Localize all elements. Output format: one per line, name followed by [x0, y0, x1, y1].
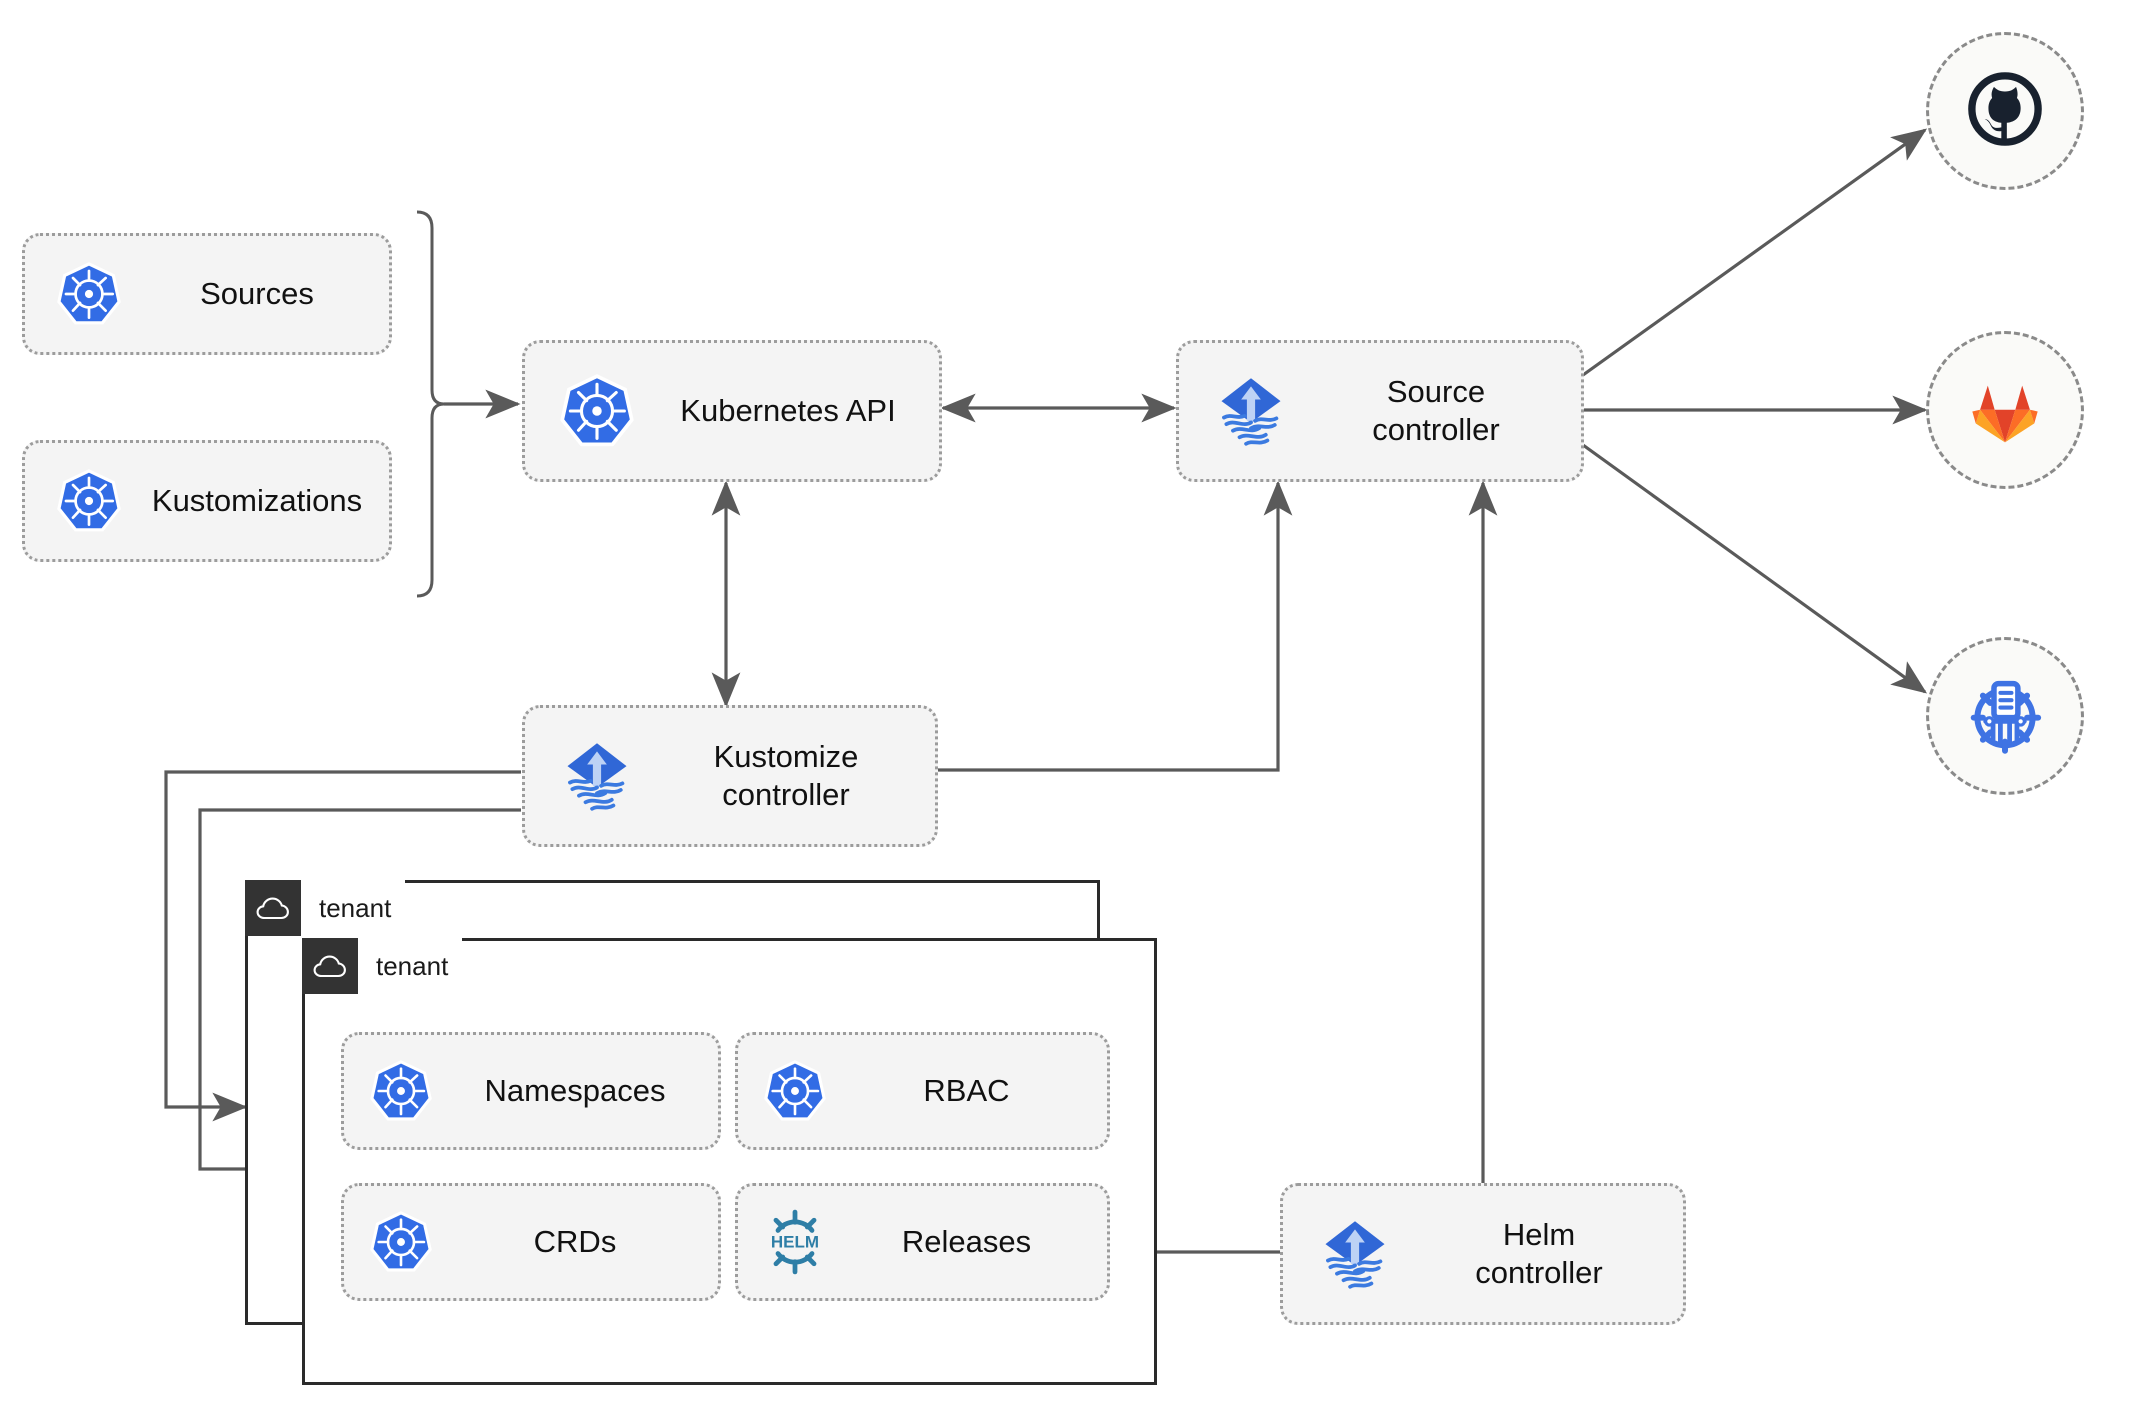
cloud-icon [245, 880, 301, 936]
edge-kustomize-controller-to-source-controller [937, 480, 1293, 772]
ext-gitlab[interactable] [1926, 331, 2084, 489]
node-label: Namespaces [484, 1073, 666, 1109]
ext-github[interactable] [1926, 32, 2084, 190]
helm-icon: HELM [758, 1208, 832, 1276]
node-source-controller[interactable]: Source controller [1176, 340, 1584, 482]
node-label: Kustomizations [151, 483, 363, 519]
edge-source-controller-to-helm-repository [1582, 443, 1928, 694]
node-sources[interactable]: Sources [22, 233, 392, 355]
github-icon [1959, 63, 2051, 160]
kubernetes-icon [758, 1060, 832, 1122]
flux-icon [551, 735, 643, 817]
node-kubernetes-api[interactable]: Kubernetes API [522, 340, 942, 482]
node-label: Releases [901, 1224, 1032, 1260]
resources-bracket [416, 210, 445, 598]
node-helm-controller[interactable]: Helm controller [1280, 1183, 1686, 1325]
node-label: Sources [200, 276, 314, 312]
node-label: CRDs [533, 1224, 617, 1260]
kubernetes-icon [47, 262, 131, 326]
tenant-label-inner: tenant [358, 938, 463, 994]
tenant-header-outer: tenant [245, 880, 406, 936]
node-label: RBAC [923, 1073, 1010, 1109]
node-label: Source controller [1372, 374, 1500, 447]
cloud-icon [302, 938, 358, 994]
node-namespaces[interactable]: Namespaces [341, 1032, 721, 1150]
ext-helm-repository[interactable] [1926, 637, 2084, 795]
node-label: Kubernetes API [680, 393, 896, 429]
node-rbac[interactable]: RBAC [735, 1032, 1110, 1150]
kubernetes-icon [364, 1060, 438, 1122]
tenant-frame-inner [302, 938, 1157, 1385]
node-kustomizations[interactable]: Kustomizations [22, 440, 392, 562]
edge-kustomize-controller-to-tenant-outer [164, 770, 521, 1122]
gitlab-icon [1962, 365, 2048, 456]
node-releases[interactable]: HELM Releases [735, 1183, 1110, 1301]
kubernetes-icon [364, 1211, 438, 1273]
tenant-header-inner: tenant [302, 938, 463, 994]
flux-icon [1205, 370, 1297, 452]
flux-icon [1309, 1213, 1401, 1295]
svg-text:HELM: HELM [771, 1232, 819, 1251]
node-label: Kustomize controller [713, 739, 859, 812]
kubernetes-icon [47, 469, 131, 533]
node-label: Helm controller [1475, 1217, 1603, 1290]
node-kustomize-controller[interactable]: Kustomize controller [522, 705, 938, 847]
kubernetes-icon [551, 374, 643, 448]
helm-repository-icon [1959, 668, 2051, 765]
node-crds[interactable]: CRDs [341, 1183, 721, 1301]
tenant-label-outer: tenant [301, 880, 406, 936]
edge-source-controller-to-github [1582, 128, 1928, 377]
